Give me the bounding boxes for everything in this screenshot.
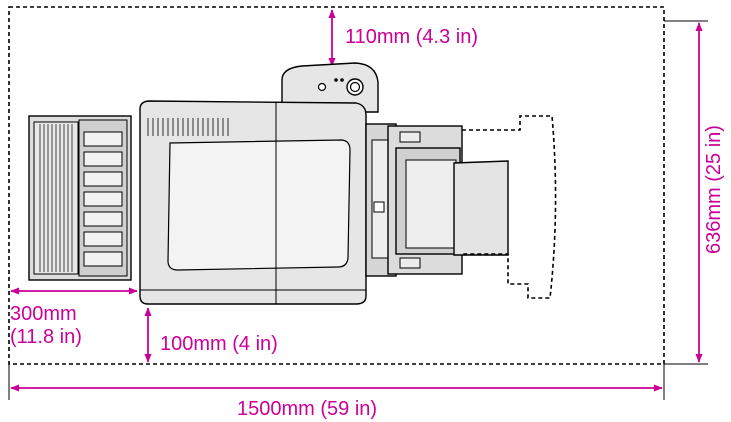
left-clearance-label-line2: (11.8 in) bbox=[10, 326, 82, 348]
extension-lines bbox=[8, 20, 708, 400]
height-label: 636mm (25 in) bbox=[703, 125, 725, 254]
top-clearance-label: 110mm (4.3 in) bbox=[345, 26, 479, 48]
left-clearance-label-line1: 300mm bbox=[10, 303, 77, 325]
printer-top-view bbox=[28, 62, 557, 305]
width-label: 1500mm (59 in) bbox=[237, 398, 378, 420]
control-panel bbox=[281, 62, 379, 113]
power-button-icon bbox=[346, 78, 364, 96]
dimension-lines bbox=[10, 9, 703, 392]
led-indicator-icon bbox=[317, 82, 327, 92]
paper-stack bbox=[453, 160, 509, 256]
bottom-clearance-label: 100mm (4 in) bbox=[160, 333, 278, 355]
output-bin bbox=[167, 139, 351, 271]
clearance-boundary bbox=[8, 6, 665, 365]
tray-extension-dashed bbox=[462, 115, 557, 299]
